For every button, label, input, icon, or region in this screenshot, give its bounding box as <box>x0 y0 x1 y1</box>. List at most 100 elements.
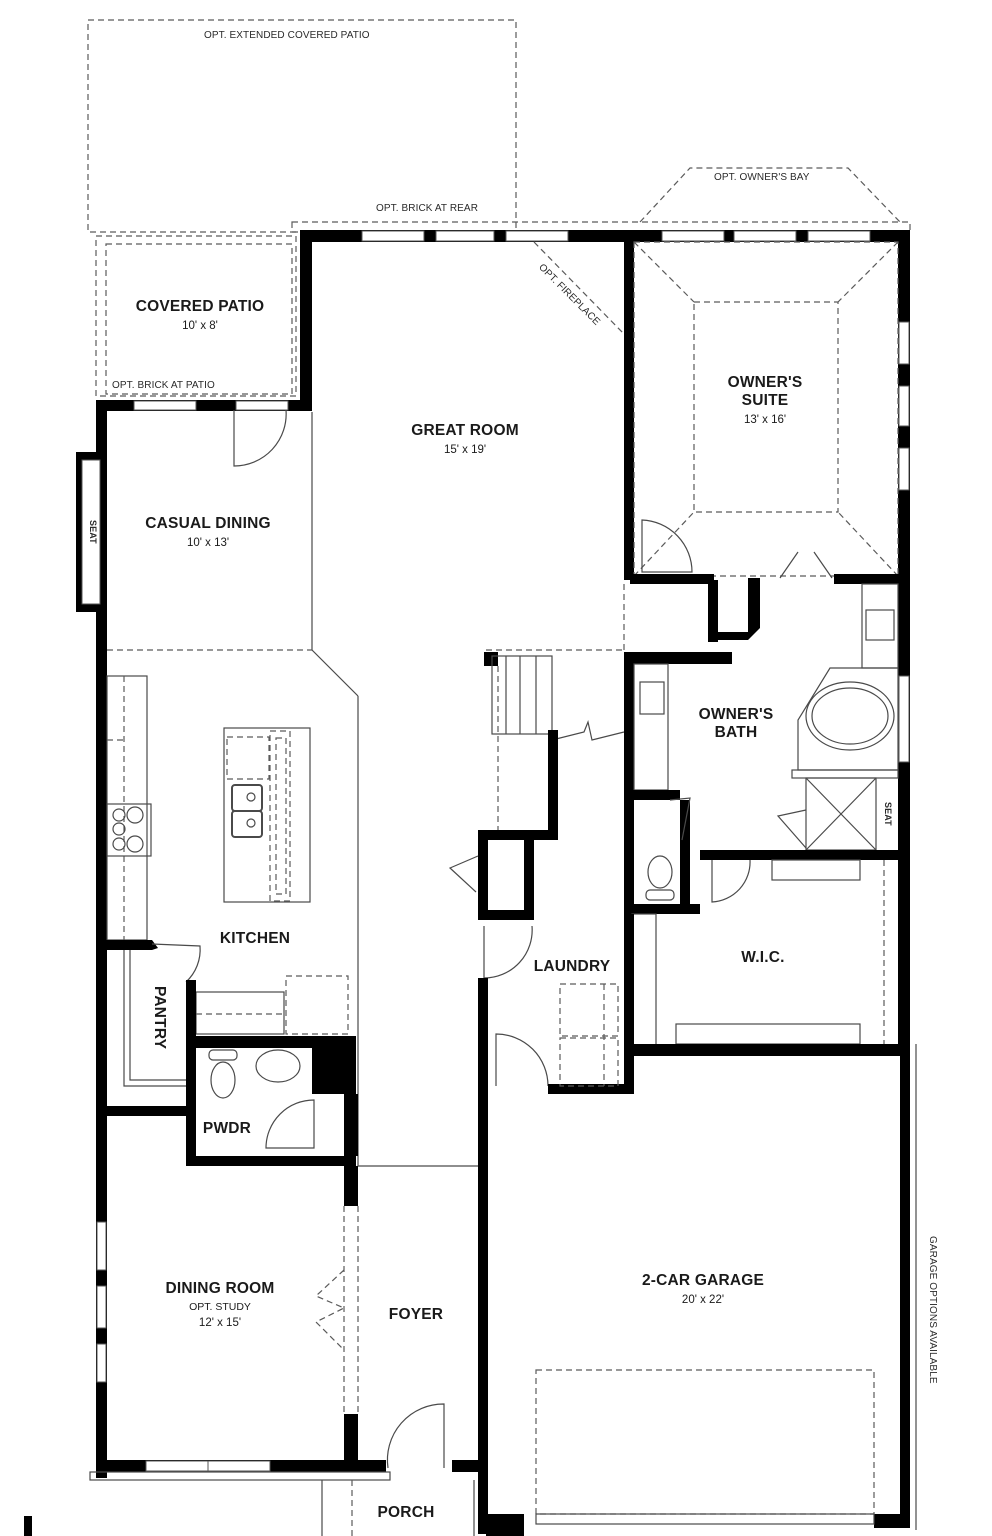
room-owners-bath: OWNER'S BATH <box>699 706 774 742</box>
room-name: PANTRY <box>151 986 168 1050</box>
room-name: PWDR <box>202 1120 252 1137</box>
toilet <box>210 1061 236 1099</box>
wall <box>524 838 534 916</box>
wall <box>624 904 700 914</box>
room-dimensions: 10' x 13' <box>186 536 230 549</box>
wall <box>96 1106 194 1116</box>
window <box>505 230 569 242</box>
wall <box>344 1166 358 1206</box>
bath-vanity-left <box>633 663 669 791</box>
window <box>661 230 725 242</box>
window <box>898 447 910 491</box>
covered-patio-outline <box>95 235 297 397</box>
note-seat-bath: SEAT <box>883 802 893 826</box>
wall <box>344 1094 358 1156</box>
room-name: KITCHEN <box>219 930 291 947</box>
stairs <box>491 655 553 735</box>
wall <box>186 1036 356 1048</box>
room-owners-suite: OWNER'S SUITE 13' x 16' <box>728 374 803 427</box>
wall <box>624 652 634 912</box>
wall <box>874 1514 910 1528</box>
wall <box>300 230 312 410</box>
wall <box>312 1048 356 1094</box>
sink <box>639 681 665 715</box>
suite-door-swing <box>641 519 693 573</box>
laundry-door-swing <box>483 925 533 979</box>
room-foyer: FOYER <box>389 1306 443 1324</box>
wall <box>630 574 714 584</box>
wall <box>186 1036 196 1164</box>
note-garage-options: GARAGE OPTIONS AVAILABLE <box>927 1236 938 1384</box>
wall <box>478 830 558 840</box>
room-name: PORCH <box>377 1504 435 1521</box>
window <box>898 675 910 763</box>
wall <box>708 578 760 640</box>
corner-tub <box>805 681 895 751</box>
wall <box>484 652 498 666</box>
tub-deck <box>797 667 899 771</box>
tray-ceiling-outer <box>633 241 899 577</box>
room-option: OPT. STUDY <box>189 1300 251 1313</box>
opt-extended-patio-outline <box>87 19 517 233</box>
room-name: DINING ROOM <box>165 1280 275 1297</box>
note-seat-dining: SEAT <box>88 520 98 544</box>
wall <box>624 790 680 800</box>
window-seat <box>81 459 101 605</box>
room-name: LAUNDRY <box>533 958 611 975</box>
pantry-shelf <box>123 950 186 1087</box>
room-pwdr: PWDR <box>203 1120 251 1138</box>
closet-door <box>448 855 479 893</box>
patio-door-swing <box>233 409 287 467</box>
shelf <box>675 1023 861 1045</box>
window <box>898 321 910 365</box>
bath-double-door <box>779 551 833 579</box>
stair-break <box>551 719 625 741</box>
wall <box>834 574 904 584</box>
cooktop <box>106 803 152 857</box>
window <box>96 1221 107 1271</box>
wall <box>96 400 312 411</box>
window <box>133 400 197 411</box>
window <box>145 1460 209 1472</box>
room-dimensions: 10' x 8' <box>182 319 218 332</box>
note-opt-extended-patio: OPT. EXTENDED COVERED PATIO <box>204 30 370 41</box>
garage-door-opening <box>535 1369 875 1515</box>
room-name: OWNER'S <box>727 374 803 391</box>
wall <box>548 730 558 838</box>
room-kitchen: KITCHEN <box>220 930 290 948</box>
wall <box>478 978 488 1534</box>
opt-owners-bay-outline <box>639 167 901 223</box>
opt-brick-rear-outline <box>291 221 911 233</box>
wall <box>548 1084 632 1094</box>
room-name: 2-CAR GARAGE <box>641 1272 765 1289</box>
room-dimensions: 12' x 15' <box>198 1316 242 1329</box>
dryer <box>559 1037 619 1087</box>
wall <box>344 1414 358 1460</box>
kitchen-counter <box>106 675 148 941</box>
wall <box>624 652 732 664</box>
room-name: SUITE <box>741 391 789 409</box>
tray-ceiling-inner <box>693 301 839 513</box>
room-name: GREAT ROOM <box>411 422 519 439</box>
wall <box>624 236 634 580</box>
garage-door-swing <box>495 1033 549 1087</box>
front-door-swing <box>386 1403 445 1469</box>
room-porch: PORCH <box>378 1504 435 1522</box>
refrigerator <box>285 975 349 1035</box>
wall <box>186 1156 356 1166</box>
wall <box>898 850 910 1054</box>
room-pantry: PANTRY <box>150 986 168 1049</box>
room-dimensions: 13' x 16' <box>743 413 787 426</box>
room-dimensions: 20' x 22' <box>681 1293 725 1306</box>
room-name: FOYER <box>388 1306 444 1323</box>
window <box>235 400 289 411</box>
wall <box>700 850 910 860</box>
room-covered-patio: COVERED PATIO 10' x 8' <box>136 298 265 333</box>
room-laundry: LAUNDRY <box>534 958 611 976</box>
wall <box>452 1460 482 1472</box>
shelf <box>631 913 657 1047</box>
room-name: COVERED PATIO <box>135 298 265 315</box>
opt-fireplace-line <box>533 241 625 335</box>
window <box>361 230 425 242</box>
